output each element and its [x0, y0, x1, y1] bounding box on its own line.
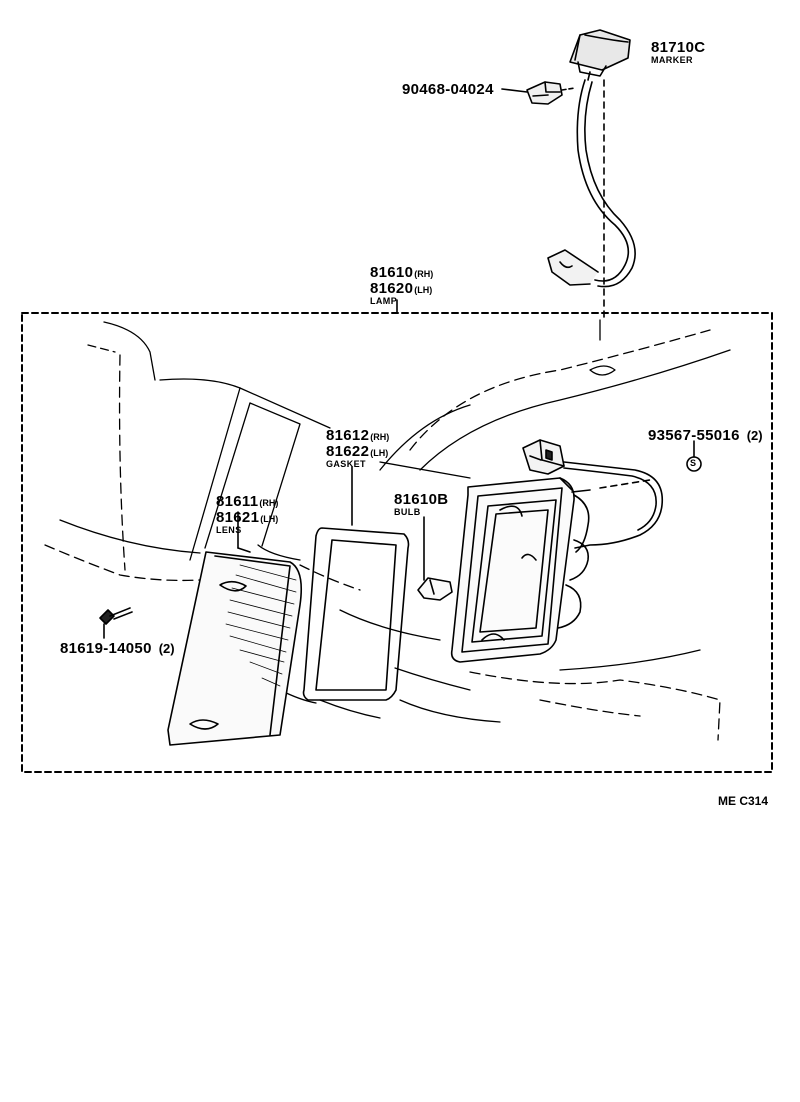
socket-part-qty: (2) [746, 428, 763, 443]
diagram-code: ME C314 [718, 794, 769, 808]
gasket-lh-side: (LH) [370, 448, 389, 458]
bulb-part-name: BULB [394, 507, 421, 517]
lens-part-name: LENS [216, 525, 242, 535]
lamp-rh-side: (RH) [414, 269, 434, 279]
bulb-part [417, 516, 453, 601]
vehicle-body-outline [44, 319, 731, 741]
lamp-housing [450, 477, 591, 663]
lamp-assembly-boundary [21, 299, 773, 773]
lens-part [167, 511, 303, 746]
bulb-part-number: 81610B [394, 491, 449, 508]
socket-part-label: 93567-55016 (2) [648, 428, 763, 443]
lens-lh-number: 81621 [216, 509, 260, 526]
marker-part-name: MARKER [651, 55, 693, 65]
lamp-lh-side: (LH) [414, 285, 433, 295]
lens-lh-side: (LH) [260, 514, 279, 524]
lamp-rh-number: 81610 [370, 264, 414, 281]
gasket-lh-number: 81622 [326, 443, 370, 460]
gasket-part-name: GASKET [326, 459, 366, 469]
marker-clip [501, 81, 576, 105]
socket-part-number: 93567-55016 [648, 427, 740, 444]
gasket-part-label: 81612(RH) 81622(LH) GASKET [326, 428, 389, 469]
socket-symbol: S [690, 458, 697, 468]
screw-part-qty: (2) [158, 641, 175, 656]
clip-part-number: 90468-04024 [402, 81, 494, 98]
lamp-part-label: 81610(RH) 81620(LH) LAMP [370, 265, 433, 306]
marker-part-number: 81710C [651, 39, 706, 56]
screw-part-label: 81619-14050 (2) [60, 641, 175, 656]
socket-wire-harness [522, 439, 702, 549]
lens-rh-number: 81611 [216, 493, 259, 510]
lens-rh-side: (RH) [259, 498, 279, 508]
screw-part [99, 607, 133, 639]
lamp-lh-number: 81620 [370, 280, 414, 297]
gasket-rh-side: (RH) [370, 432, 390, 442]
lamp-part-name: LAMP [370, 296, 398, 306]
screw-part-number: 81619-14050 [60, 640, 152, 657]
gasket-part [302, 466, 410, 701]
gasket-rh-number: 81612 [326, 427, 370, 444]
lens-part-label: 81611(RH) 81621(LH) LENS [216, 494, 278, 535]
marker-part-label: 81710C MARKER [651, 40, 705, 65]
bulb-part-label: 81610B BULB [394, 492, 448, 517]
side-marker-lamp [547, 29, 636, 321]
